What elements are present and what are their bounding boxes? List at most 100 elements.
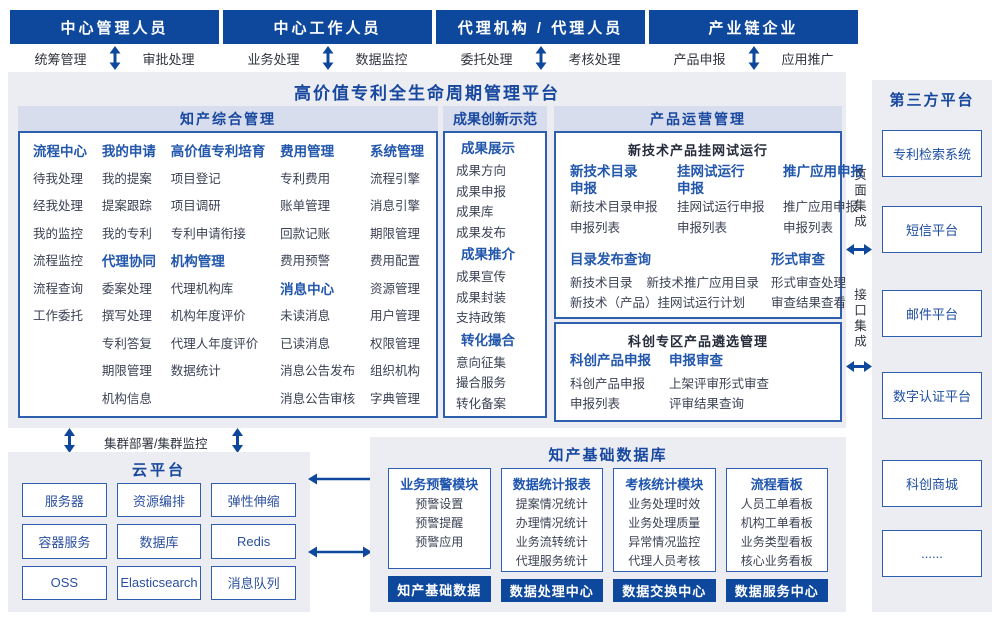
menu-item: 我的监控 bbox=[33, 226, 84, 241]
section-header: 成果创新示范 bbox=[443, 106, 547, 131]
menu-item: 期限管理 bbox=[369, 226, 420, 241]
module-process-kanban: 流程看板 人员工单看板机构工单看板业务类型看板核心业务看板 数据服务中心 bbox=[725, 468, 828, 602]
arrow-left-icon bbox=[308, 473, 372, 485]
role-activities: 业务处理 数据监控 bbox=[223, 44, 432, 72]
selection-box: 科创专区产品遴选管理 科创产品申报 科创产品申报申报列表 申报审查 上架评审形式… bbox=[554, 322, 842, 422]
module-item: 机构工单看板 bbox=[740, 516, 813, 530]
group-header: 转化撮合 bbox=[461, 332, 515, 348]
third-party-box: 邮件平台 bbox=[882, 290, 982, 337]
cloud-service-box: 数据库 bbox=[116, 524, 202, 559]
menu-item: 代理人年度评价 bbox=[170, 336, 259, 351]
group-header: 流程中心 bbox=[33, 144, 87, 159]
menu-item: 流程监控 bbox=[33, 254, 84, 268]
menu-column: 目录发布查询 新技术目录新技术推广应用目录新技术（产品）挂网试运行计划 bbox=[570, 251, 775, 313]
menu-item: 消息公告发布 bbox=[280, 364, 356, 378]
group-header: 机构管理 bbox=[170, 254, 225, 269]
module-header: 业务预警模块 bbox=[400, 477, 479, 492]
module-box: 业务预警模块 预警设置预警提醒预警应用 bbox=[388, 468, 491, 569]
platform-panel: 高价值专利全生命周期管理平台 知产综合管理 流程中心 待我处理经我处理我的监控流… bbox=[8, 72, 864, 428]
menu-item: 费用配置 bbox=[369, 254, 420, 268]
group-items: 上架评审形式审查评审结果查询 bbox=[669, 374, 769, 414]
menu-item: 申报列表 bbox=[570, 221, 621, 235]
group-items: 流程引擎消息引擎期限管理费用配置资源管理用户管理权限管理组织机构字典管理 bbox=[370, 166, 424, 414]
module-header: 流程看板 bbox=[750, 477, 803, 492]
third-party-box: 数字认证平台 bbox=[882, 372, 982, 419]
menu-item: 机构年度评价 bbox=[170, 309, 246, 323]
group-header: 科创产品申报 bbox=[570, 353, 651, 368]
group-header: 申报审查 bbox=[669, 353, 723, 368]
module-box: 流程看板 人员工单看板机构工单看板业务类型看板核心业务看板 bbox=[725, 468, 828, 572]
module-items: 人员工单看板机构工单看板业务类型看板核心业务看板 bbox=[727, 495, 828, 571]
third-party-box: 专利检索系统 bbox=[882, 130, 982, 177]
menu-item: 成果宣传 bbox=[456, 270, 507, 284]
menu-item: 科创产品申报 bbox=[570, 377, 646, 391]
menu-column: 申报审查 上架评审形式审查评审结果查询 bbox=[669, 352, 769, 414]
platform-title: 高价值专利全生命周期管理平台 bbox=[294, 84, 560, 103]
role-center-staff: 中心工作人员 业务处理 数据监控 bbox=[223, 10, 432, 72]
database-modules: 业务预警模块 预警设置预警提醒预警应用 知产基础数据 数据统计报表 提案情况统计… bbox=[388, 468, 828, 602]
ip-database-panel: 知产基础数据库 业务预警模块 预警设置预警提醒预警应用 知产基础数据 数据统计报… bbox=[370, 437, 846, 612]
section-product-operation: 产品运营管理 新技术产品挂网试运行 新技术目录申报 新技术目录申报申报列表 挂网… bbox=[554, 106, 864, 422]
role-agencies-agents: 代理机构 / 代理人员 委托处理 考核处理 bbox=[436, 10, 645, 72]
menu-item: 提案跟踪 bbox=[101, 199, 152, 213]
menu-item: 新技术（产品）挂网试运行计划 bbox=[570, 296, 746, 310]
menu-item: 成果方向 bbox=[456, 164, 507, 178]
group-header: 系统管理 bbox=[369, 144, 424, 159]
role-activity-label: 业务处理 bbox=[247, 51, 300, 67]
menu-item: 专利答复 bbox=[101, 336, 152, 351]
module-items: 预警设置预警提醒预警应用 bbox=[389, 495, 490, 552]
module-item: 代理服务统计 bbox=[515, 554, 588, 568]
double-arrow-horizontal-icon bbox=[846, 244, 872, 255]
menu-item: 新技术推广应用目录 bbox=[646, 276, 760, 290]
group-items: 我的提案提案跟踪我的专利 bbox=[102, 166, 156, 249]
menu-item: 代理机构库 bbox=[170, 281, 234, 296]
module-item: 预警提醒 bbox=[415, 516, 464, 530]
menu-item: 形式审查处理 bbox=[771, 276, 847, 290]
role-title: 产业链企业 bbox=[649, 10, 858, 44]
role-title: 中心工作人员 bbox=[223, 10, 432, 44]
menu-item: 我的提案 bbox=[101, 171, 152, 186]
menu-item: 回款记账 bbox=[280, 226, 331, 241]
menu-item: 意向征集 bbox=[456, 355, 507, 370]
menu-item: 上架评审形式审查 bbox=[669, 377, 770, 391]
module-statistics-report: 数据统计报表 提案情况统计办理情况统计业务流转统计代理服务统计 数据处理中心 bbox=[500, 468, 603, 602]
group-header: 推广应用申报 bbox=[783, 164, 864, 179]
module-footer: 数据交换中心 bbox=[613, 579, 716, 602]
group-items: 委案处理撰写处理专利答复期限管理机构信息 bbox=[102, 276, 156, 414]
third-party-box: 短信平台 bbox=[882, 206, 982, 253]
menu-column: 流程中心 待我处理经我处理我的监控流程监控流程查询工作委托 bbox=[33, 138, 87, 414]
group-items: 科创产品申报申报列表 bbox=[570, 374, 651, 414]
menu-item: 数据统计 bbox=[170, 364, 221, 378]
menu-item: 项目调研 bbox=[170, 199, 221, 213]
menu-item: 流程查询 bbox=[33, 281, 84, 296]
group-header: 消息中心 bbox=[280, 281, 335, 297]
module-box: 数据统计报表 提案情况统计办理情况统计业务流转统计代理服务统计 bbox=[500, 468, 603, 572]
menu-item: 消息公告审核 bbox=[280, 391, 356, 406]
group-header: 形式审查 bbox=[771, 252, 825, 267]
role-activity-label: 应用推广 bbox=[781, 51, 834, 67]
module-item: 提案情况统计 bbox=[515, 497, 588, 511]
menu-column: 科创产品申报 科创产品申报申报列表 bbox=[570, 352, 651, 414]
menu-item: 成果封装 bbox=[456, 290, 507, 305]
section-achievement-innovation: 成果创新示范 成果展示 成果方向成果申报成果库成果发布 成果推介 成果宣传成果封… bbox=[443, 106, 547, 418]
group-items: 挂网试运行申报申报列表 bbox=[677, 197, 765, 239]
api-integration-label: 接口集成 bbox=[852, 288, 866, 350]
menu-item: 经我处理 bbox=[33, 199, 84, 213]
module-item: 业务类型看板 bbox=[740, 535, 813, 549]
double-arrow-horizontal-icon bbox=[308, 546, 372, 558]
group-header: 成果推介 bbox=[461, 247, 515, 262]
module-business-warning: 业务预警模块 预警设置预警提醒预警应用 知产基础数据 bbox=[388, 468, 491, 602]
box-title: 科创专区产品遴选管理 bbox=[627, 334, 768, 349]
group-items: 代理机构库机构年度评价代理人年度评价数据统计 bbox=[171, 276, 266, 386]
group-items: 未读消息已读消息消息公告发布消息公告审核 bbox=[280, 303, 355, 413]
menu-item: 成果库 bbox=[456, 205, 494, 219]
double-arrow-vertical-icon bbox=[535, 46, 546, 70]
menu-item: 推广应用申报 bbox=[783, 200, 859, 214]
group-header: 我的申请 bbox=[101, 144, 156, 159]
module-assessment-statistics: 考核统计模块 业务处理时效业务处理质量异常情况监控代理人员考核 数据交换中心 bbox=[613, 468, 716, 602]
role-title: 代理机构 / 代理人员 bbox=[436, 10, 645, 44]
double-arrow-vertical-icon bbox=[322, 46, 333, 70]
double-arrow-vertical-icon bbox=[748, 46, 759, 70]
module-footer: 知产基础数据 bbox=[388, 576, 491, 602]
